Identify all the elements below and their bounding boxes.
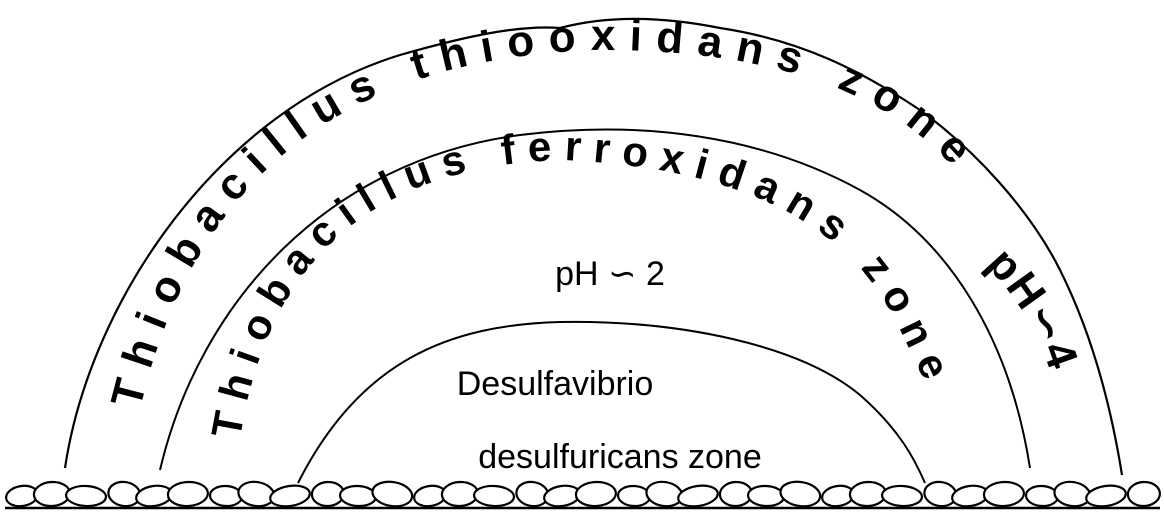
inner-zone-label-line1: Desulfavibrio [457,365,654,403]
pebble [748,485,785,507]
pebble [209,485,242,507]
pebble [849,481,886,507]
pebble [617,485,650,507]
pebble [779,479,822,509]
middle-zone-ph-label: pH ∽ 2 [555,255,665,293]
pebble [340,485,377,507]
pebble [167,481,208,507]
pebble [882,485,923,507]
pebble [269,483,312,509]
outer-zone-ph-label: pH∽4 [978,239,1088,377]
pebble [983,481,1024,507]
pebble [371,479,414,509]
pebble [1025,485,1058,507]
pebble [575,481,616,507]
pebble [33,481,70,507]
pebble [1085,483,1128,509]
pebble [677,483,720,509]
pebble [1053,479,1092,508]
pebble-ground [5,479,1161,509]
pebble [474,485,515,507]
pebble [645,479,684,508]
pebble [441,481,478,507]
pebble [1127,481,1160,507]
inner-zone-label-line2: desulfuricans zone [478,438,762,476]
pebble [237,479,276,508]
pebble [66,485,107,507]
